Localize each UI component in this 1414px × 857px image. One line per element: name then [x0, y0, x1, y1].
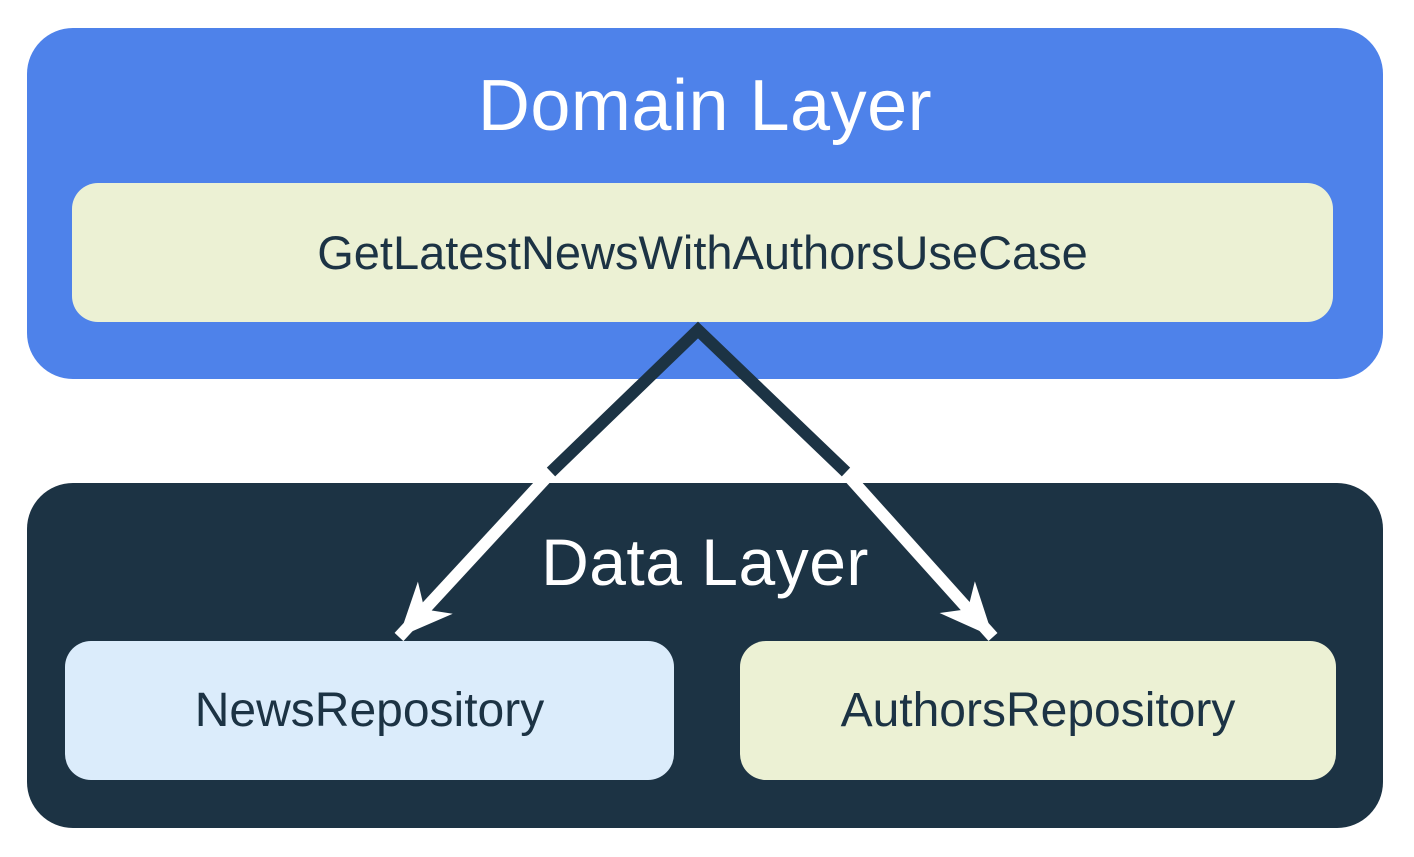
authors-repository-box: AuthorsRepository [740, 641, 1336, 780]
usecase-label: GetLatestNewsWithAuthorsUseCase [317, 226, 1088, 279]
data-layer-box: Data Layer NewsRepository AuthorsReposit… [27, 483, 1383, 828]
authors-repository-label: AuthorsRepository [840, 684, 1236, 737]
usecase-box: GetLatestNewsWithAuthorsUseCase [72, 183, 1333, 322]
domain-layer-box: Domain Layer GetLatestNewsWithAuthorsUse… [27, 28, 1383, 379]
news-repository-box: NewsRepository [65, 641, 674, 780]
data-layer-title: Data Layer [541, 525, 869, 599]
news-repository-label: NewsRepository [194, 684, 545, 737]
domain-layer-title: Domain Layer [477, 65, 933, 146]
